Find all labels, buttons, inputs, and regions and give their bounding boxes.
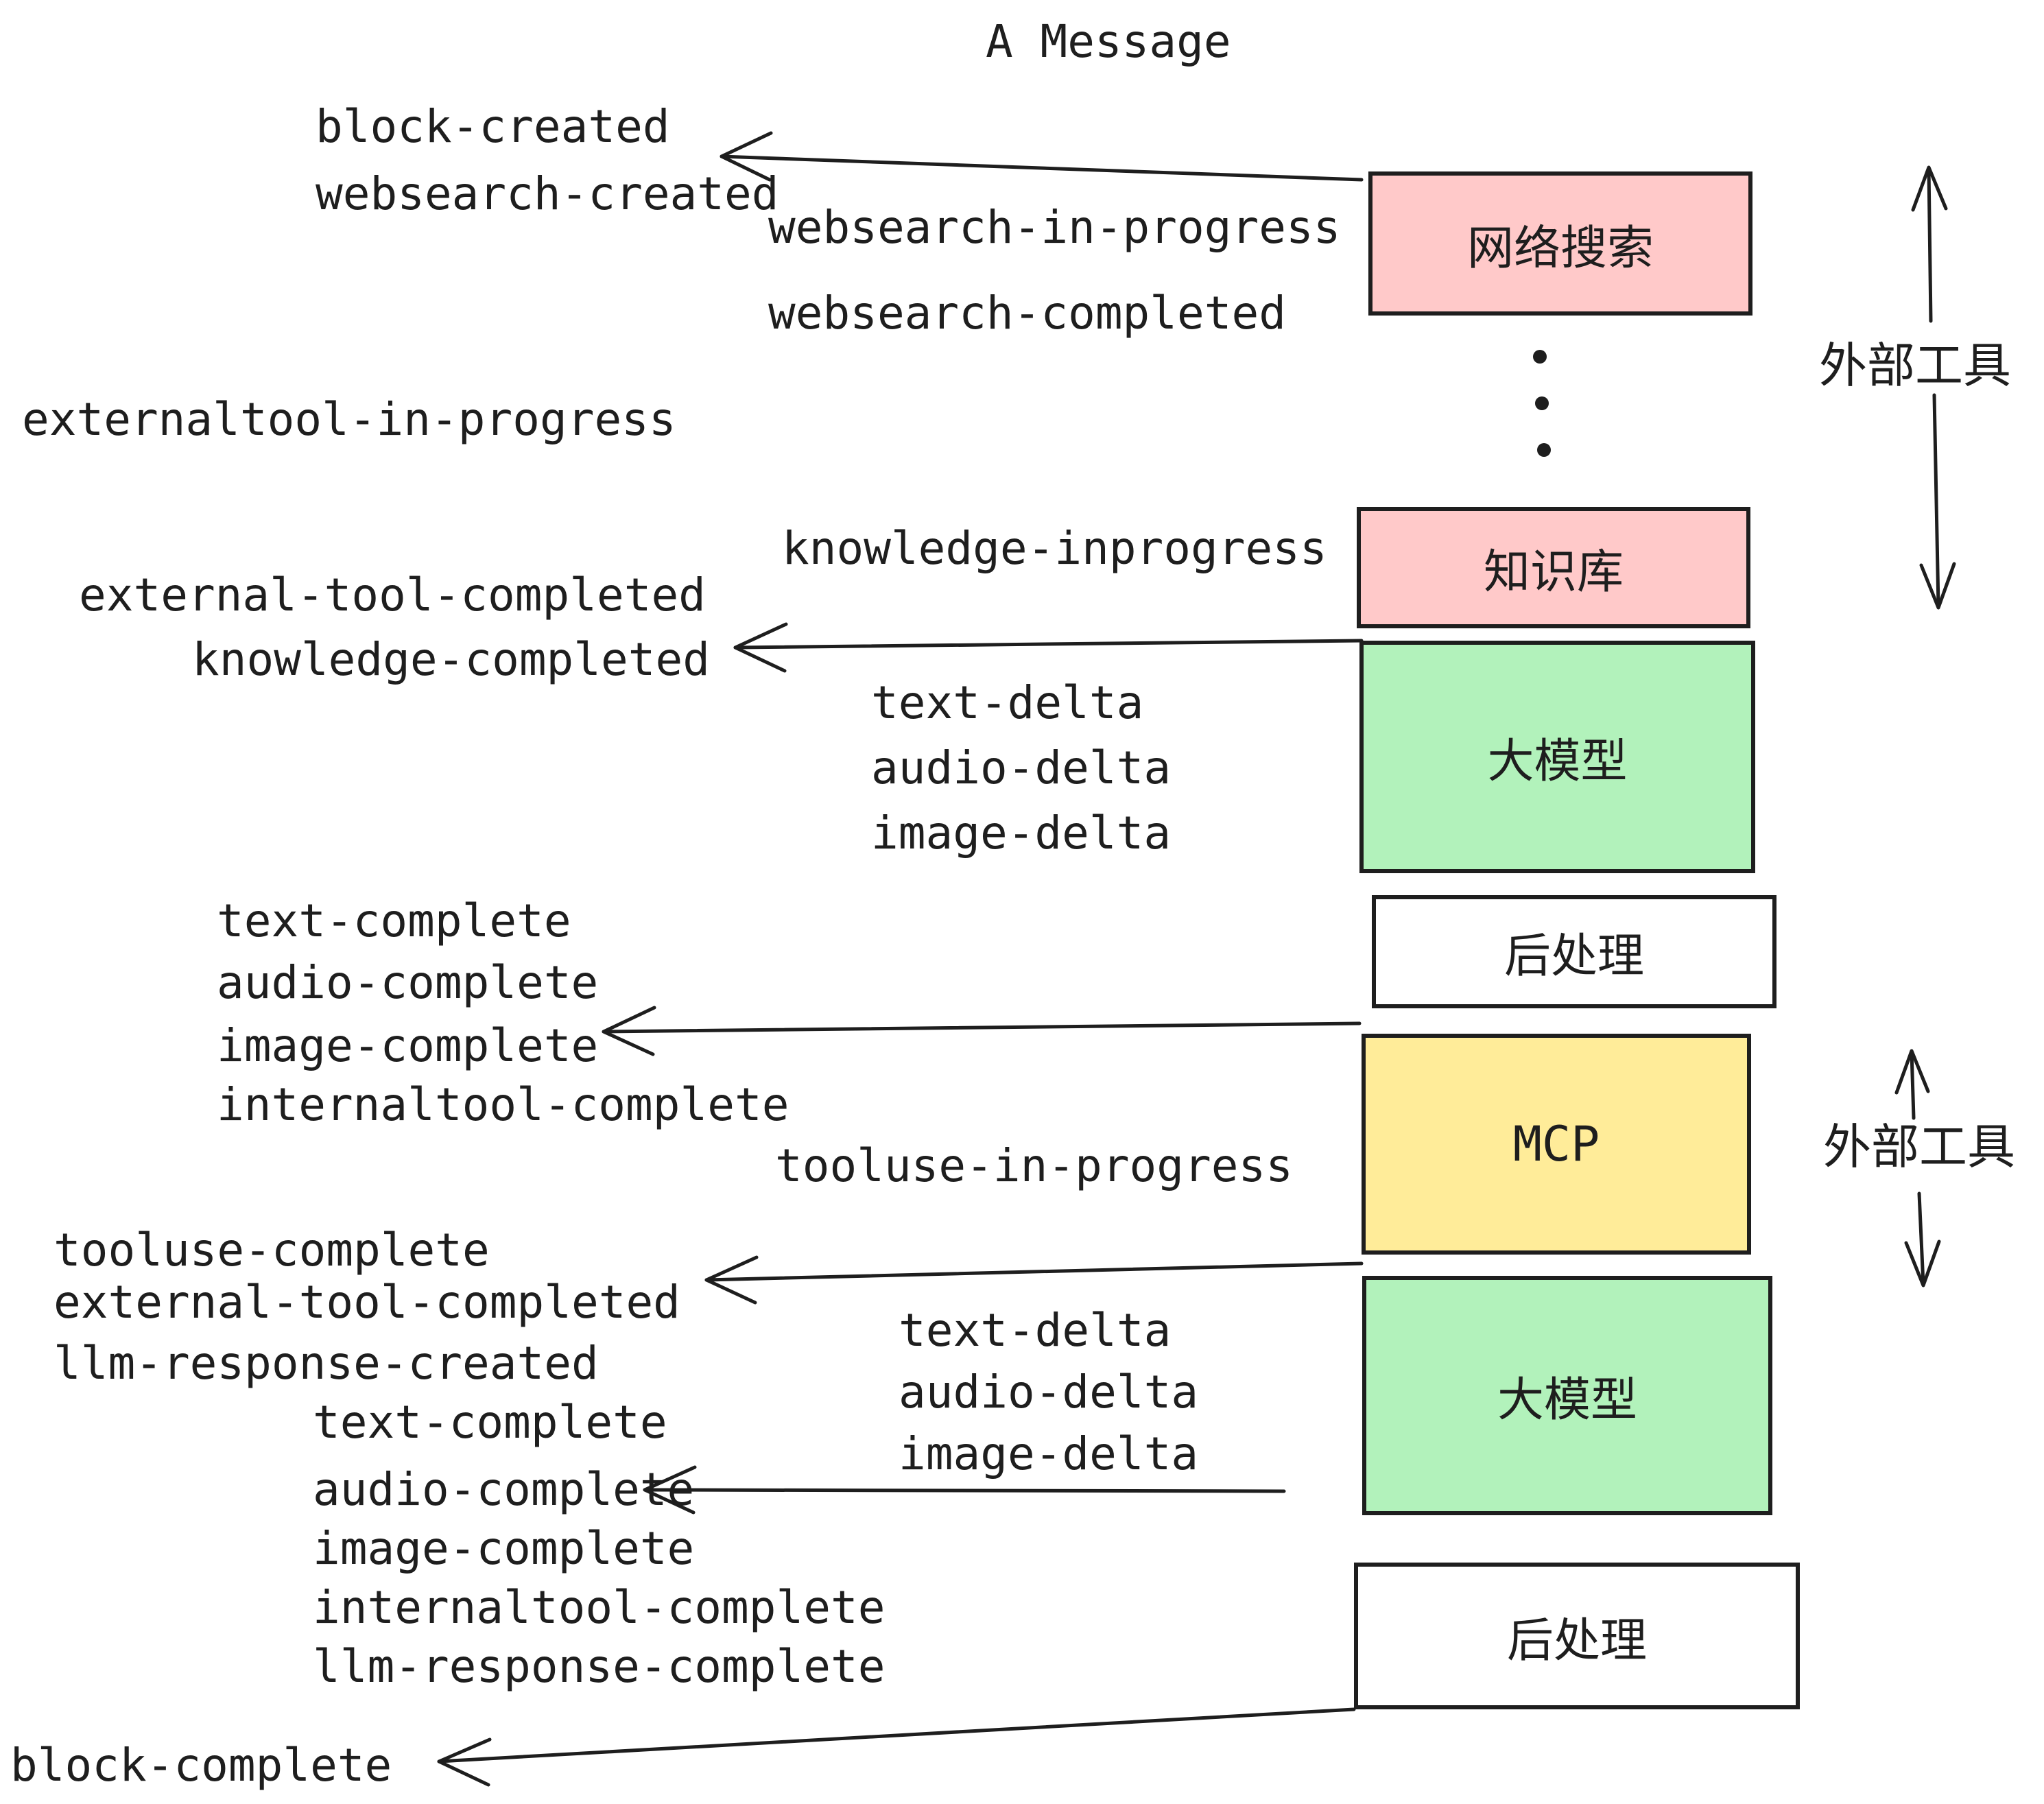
event-audio-complete-1: audio-complete [217, 956, 599, 1009]
event-text-complete-2: text-complete [313, 1396, 667, 1449]
external-tools-up-arrow-bottom [1894, 1049, 1930, 1120]
event-block-created: block-created [316, 100, 670, 153]
event-image-delta-2: image-delta [899, 1427, 1199, 1480]
box-llm-1-label: 大模型 [1487, 735, 1628, 787]
external-tools-label-bottom: 外部工具 [1823, 1120, 2015, 1174]
box-websearch-label: 网络搜索 [1466, 222, 1654, 274]
event-external-tool-completed-1: external-tool-completed [79, 569, 706, 621]
event-websearch-created: websearch-created [316, 167, 779, 220]
arrow-to-tooluse-complete [704, 1255, 1364, 1305]
event-text-complete-1: text-complete [217, 894, 571, 947]
arrow-to-knowledge-completed [733, 622, 1364, 673]
page-title: A Message [986, 15, 1231, 68]
box-websearch: 网络搜索 [1368, 171, 1752, 316]
arrow-to-block-complete [437, 1707, 1356, 1787]
box-knowledge-base-label: 知识库 [1483, 546, 1624, 598]
event-image-complete-1: image-complete [217, 1019, 599, 1072]
box-llm-2: 大模型 [1362, 1276, 1772, 1515]
external-tools-down-arrow-bottom [1904, 1191, 1941, 1287]
event-internaltool-complete-1: internaltool-complete [217, 1078, 789, 1131]
box-llm-1: 大模型 [1359, 641, 1755, 873]
event-audio-complete-2: audio-complete [313, 1463, 695, 1516]
ellipsis-dots-icon [1533, 350, 1551, 457]
box-knowledge-base: 知识库 [1357, 507, 1750, 628]
box-llm-2-label: 大模型 [1497, 1374, 1637, 1426]
event-image-complete-2: image-complete [313, 1522, 695, 1575]
event-text-delta-2: text-delta [899, 1304, 1172, 1357]
event-llm-response-complete: llm-response-complete [313, 1640, 886, 1693]
box-postprocess-2: 后处理 [1354, 1563, 1800, 1709]
box-postprocess-2-label: 后处理 [1506, 1614, 1647, 1667]
arrow-to-block-created [720, 131, 1364, 182]
event-image-delta-1: image-delta [871, 807, 1172, 859]
event-internaltool-complete-2: internaltool-complete [313, 1581, 886, 1634]
box-mcp: MCP [1362, 1034, 1751, 1255]
event-audio-delta-2: audio-delta [899, 1366, 1199, 1419]
external-tools-label-top: 外部工具 [1819, 339, 2011, 392]
event-websearch-in-progress: websearch-in-progress [768, 201, 1341, 254]
event-externaltool-in-progress: externaltool-in-progress [22, 393, 676, 446]
event-tooluse-in-progress: tooluse-in-progress [775, 1139, 1293, 1192]
arrow-to-image-complete [602, 1006, 1362, 1056]
event-audio-delta-1: audio-delta [871, 741, 1172, 794]
event-knowledge-inprogress: knowledge-inprogress [782, 522, 1327, 575]
event-tooluse-complete: tooluse-complete [54, 1224, 490, 1277]
box-mcp-label: MCP [1512, 1116, 1600, 1172]
external-tools-down-arrow-top [1919, 393, 1956, 610]
event-text-delta-1: text-delta [871, 676, 1144, 729]
box-postprocess-1-label: 后处理 [1504, 930, 1644, 982]
event-llm-response-created: llm-response-created [54, 1337, 599, 1390]
event-knowledge-completed: knowledge-completed [192, 633, 710, 686]
arrow-to-audio-complete [643, 1465, 1286, 1515]
event-websearch-completed: websearch-completed [768, 287, 1286, 340]
event-block-complete: block-complete [10, 1739, 392, 1792]
event-external-tool-completed-2: external-tool-completed [54, 1276, 680, 1329]
external-tools-up-arrow-top [1911, 165, 1948, 323]
box-postprocess-1: 后处理 [1372, 895, 1776, 1008]
